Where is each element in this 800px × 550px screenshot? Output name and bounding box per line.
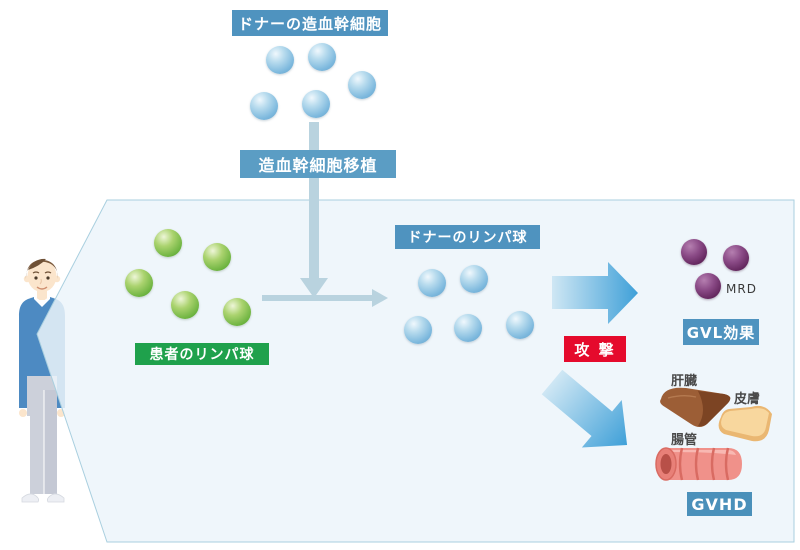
donor-stem-cell (348, 71, 376, 99)
donor-lymphocyte (460, 265, 488, 293)
mix-arrow-shaft (262, 295, 374, 301)
tumor-cell (695, 273, 721, 299)
liver-illustration (660, 387, 731, 427)
attack-label: 攻 撃 (564, 336, 626, 362)
gvhd-label: GVHD (687, 492, 752, 516)
transplant-arrow-shaft (309, 122, 319, 280)
tumor-cell (723, 245, 749, 271)
donor-stem-cell (302, 90, 330, 118)
donor-lymphocyte (404, 316, 432, 344)
donor-stem-cells-label: ドナーの造血幹細胞 (232, 10, 388, 36)
skin-illustration (718, 405, 772, 442)
gvl-effect-label: GVL効果 (683, 319, 759, 345)
intestine-label: 腸管 (671, 433, 698, 448)
donor-stem-cell (266, 46, 294, 74)
donor-lymphocyte (506, 311, 534, 339)
liver-label: 肝臓 (671, 374, 698, 389)
patient-lymphocyte (223, 298, 251, 326)
patient-lymphocyte (171, 291, 199, 319)
attack-arrow-right (552, 262, 638, 324)
patient-lymphocyte (154, 229, 182, 257)
donor-stem-cell (250, 92, 278, 120)
patient-lymphocyte (203, 243, 231, 271)
mix-arrow-head (372, 289, 388, 307)
transplant-arrow-head (300, 278, 328, 298)
donor-lymphocytes-label: ドナーのリンパ球 (395, 225, 540, 249)
patient-lymphocyte (125, 269, 153, 297)
donor-lymphocyte (418, 269, 446, 297)
attack-arrow-diagonal (541, 369, 628, 448)
patient-lymphocytes-label: 患者のリンパ球 (135, 343, 269, 365)
skin-label: 皮膚 (734, 392, 761, 407)
mrd-text: MRD (726, 282, 757, 296)
donor-stem-cell (308, 43, 336, 71)
transplant-label: 造血幹細胞移植 (240, 150, 396, 178)
donor-lymphocyte (454, 314, 482, 342)
tumor-cell (681, 239, 707, 265)
intestine-illustration (655, 447, 742, 481)
